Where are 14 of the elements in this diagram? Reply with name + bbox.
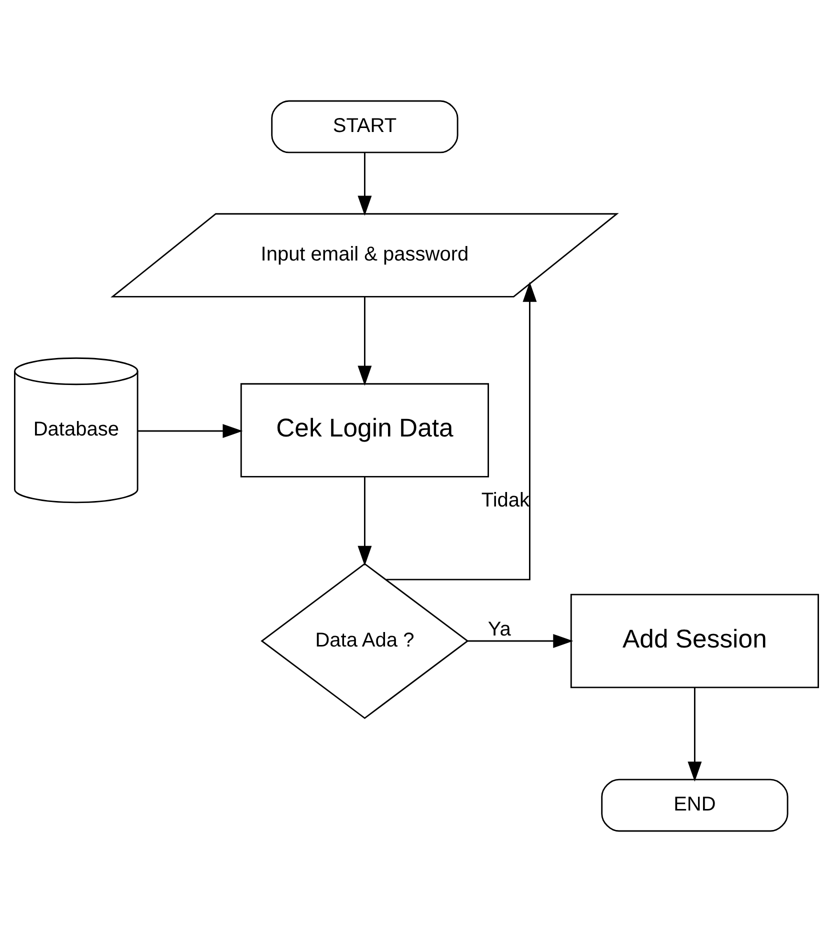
arrow: [687, 688, 702, 782]
arrow: [467, 634, 573, 648]
node-box: START: [270, 100, 458, 154]
arrow: [386, 282, 536, 580]
edge-label: Ya: [487, 618, 510, 641]
node-diamond: Data Ada ?: [260, 562, 468, 720]
arrow: [357, 477, 372, 566]
arrow: [138, 424, 242, 438]
node-box: Cek Login Data: [240, 383, 488, 478]
edge-label: Tidak: [480, 490, 530, 512]
arrow: [357, 152, 372, 216]
node-box: END: [600, 778, 788, 832]
node-box: Add Session: [570, 594, 818, 688]
arrow: [357, 296, 372, 386]
